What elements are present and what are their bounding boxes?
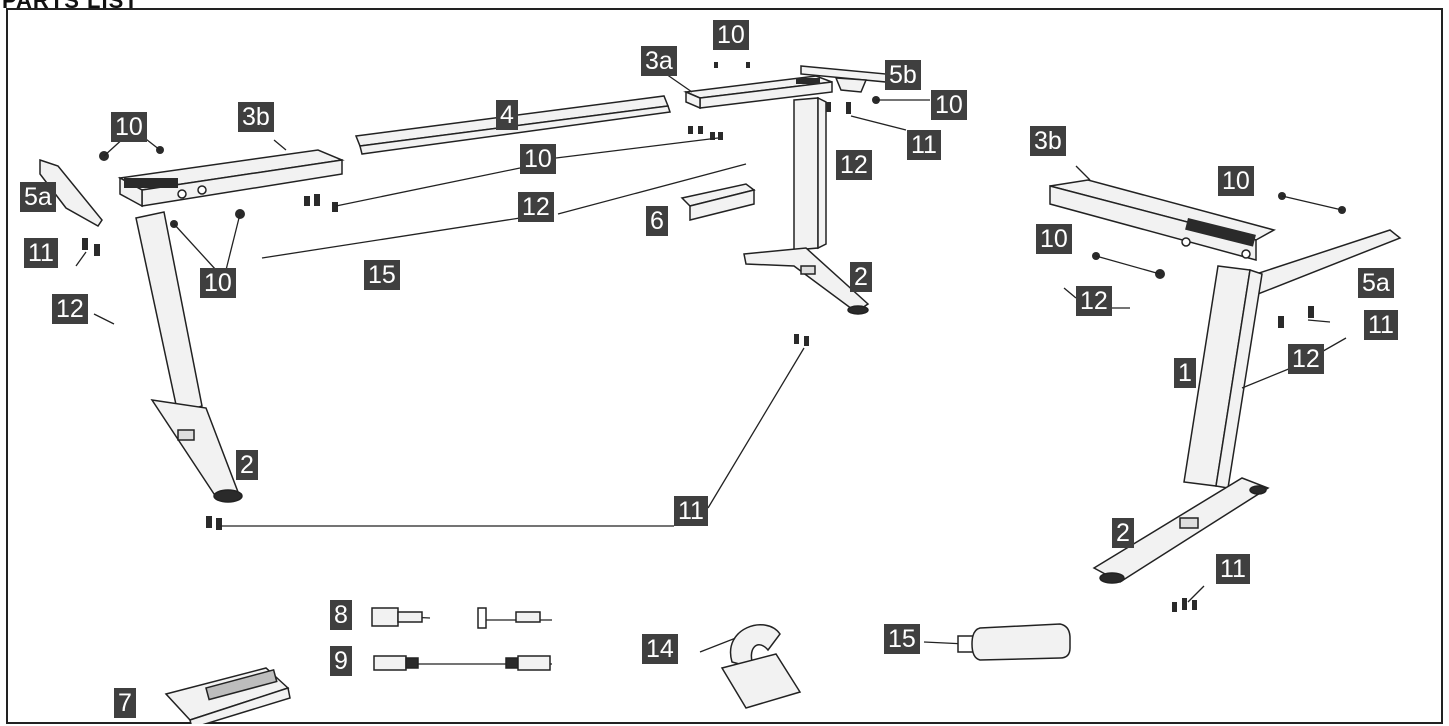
hardware-screws <box>82 62 1346 612</box>
label-part-5b: 5b <box>885 60 921 90</box>
part-bracket-5a-left <box>39 158 103 227</box>
part-power-cable-8 <box>371 607 541 629</box>
label-part-8: 8 <box>330 600 352 630</box>
label-part-5a: 5a <box>20 182 56 212</box>
part-extension-cable-9 <box>373 655 551 671</box>
parts-drawing <box>6 8 1443 724</box>
part-left-leg <box>135 211 203 415</box>
label-part-4: 4 <box>496 100 518 130</box>
label-part-9: 9 <box>330 646 352 676</box>
label-part-12: 12 <box>1288 344 1324 374</box>
label-part-3a: 3a <box>641 46 677 76</box>
label-part-10: 10 <box>111 112 147 142</box>
label-part-12: 12 <box>1076 286 1112 316</box>
label-part-2: 2 <box>236 450 258 480</box>
label-part-11: 11 <box>674 496 708 526</box>
part-power-supply-15 <box>957 623 1071 661</box>
part-bracket-5b <box>800 65 887 93</box>
label-part-7: 7 <box>114 688 136 718</box>
label-part-10: 10 <box>1036 224 1072 254</box>
label-part-12: 12 <box>52 294 88 324</box>
part-cable-clip-14 <box>720 624 802 709</box>
label-part-3b: 3b <box>238 102 274 132</box>
label-part-11: 11 <box>1216 554 1250 584</box>
label-part-10: 10 <box>200 268 236 298</box>
part-controller-6 <box>680 183 756 221</box>
label-part-10: 10 <box>713 20 749 50</box>
parts-diagram <box>6 8 1443 724</box>
label-part-10: 10 <box>931 90 967 120</box>
part-foot-right <box>1092 477 1270 584</box>
label-part-6: 6 <box>646 206 668 236</box>
label-part-1: 1 <box>1174 358 1196 388</box>
part-bracket-3b-left <box>117 149 345 208</box>
part-handset-7 <box>164 667 291 724</box>
label-part-15: 15 <box>884 624 920 654</box>
part-bracket-3a <box>683 75 833 110</box>
label-part-10: 10 <box>1218 166 1254 196</box>
label-part-3b: 3b <box>1030 126 1066 156</box>
label-part-15: 15 <box>364 260 400 290</box>
label-part-11: 11 <box>1364 310 1398 340</box>
label-part-2: 2 <box>1112 518 1134 548</box>
label-part-12: 12 <box>518 192 554 222</box>
label-part-2: 2 <box>850 262 872 292</box>
label-part-14: 14 <box>642 634 678 664</box>
label-part-11: 11 <box>907 130 941 160</box>
part-foot-middle <box>743 247 870 315</box>
part-middle-post <box>793 96 827 251</box>
part-bracket-3b-right <box>1049 179 1276 261</box>
leader-lines <box>75 73 1347 665</box>
label-part-5a: 5a <box>1358 268 1394 298</box>
part-right-leg <box>1183 265 1263 489</box>
label-part-10: 10 <box>520 144 556 174</box>
label-part-11: 11 <box>24 238 58 268</box>
part-foot-left <box>150 399 243 503</box>
label-part-12: 12 <box>836 150 872 180</box>
